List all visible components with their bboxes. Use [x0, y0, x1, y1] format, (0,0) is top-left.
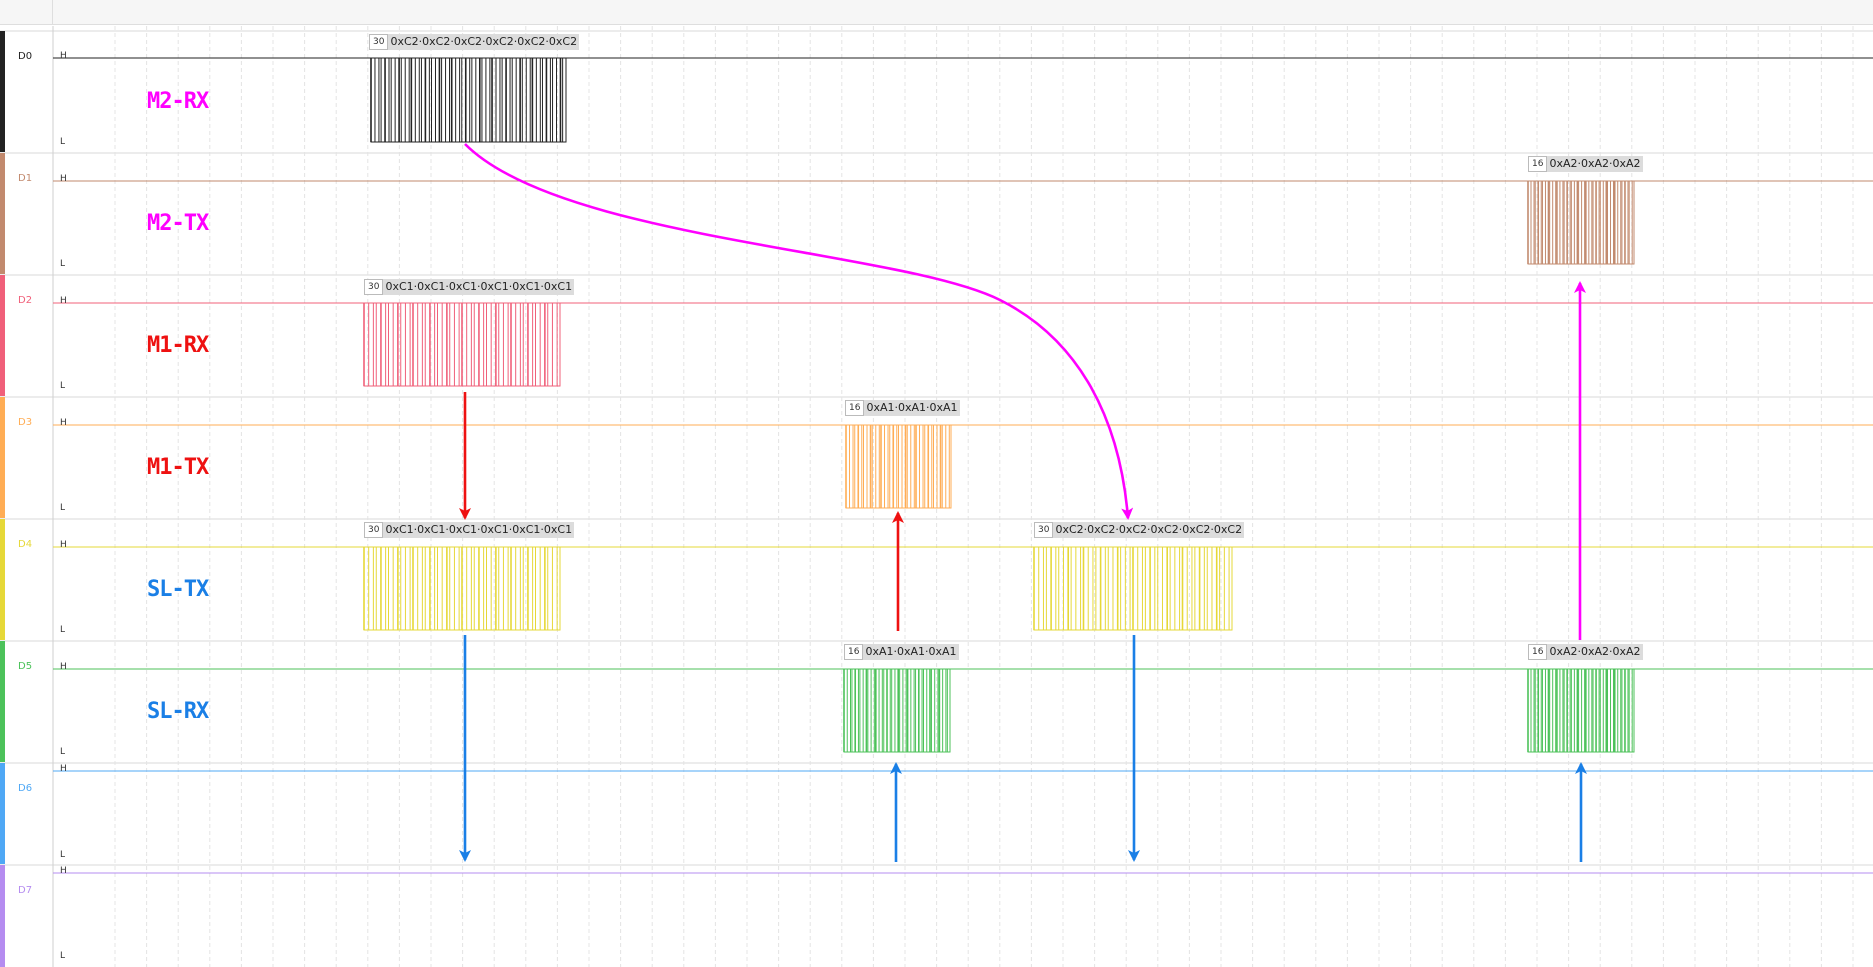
decoded-bytes: 0xC1·0xC1·0xC1·0xC1·0xC1·0xC1 [383, 279, 575, 295]
signal-name-sl-tx: SL-TX [147, 577, 209, 602]
pulse-burst [1527, 180, 1635, 265]
channel-color-bar [0, 153, 5, 274]
byte-count: 16 [845, 400, 865, 416]
channel-label-d1[interactable]: D1 [18, 173, 33, 184]
signal-name-m1-tx: M1-TX [147, 455, 209, 480]
pulse-burst [845, 424, 952, 509]
toolbar [0, 0, 1873, 25]
decoded-bytes: 0xA2·0xA2·0xA2 [1547, 156, 1643, 172]
pulse-burst [363, 302, 561, 387]
high-marker-d1: H [60, 174, 67, 184]
high-marker-d0: H [60, 51, 67, 61]
byte-count: 30 [364, 522, 384, 538]
channel-color-bar [0, 865, 5, 967]
decoded-bytes: 0xC1·0xC1·0xC1·0xC1·0xC1·0xC1 [383, 522, 575, 538]
byte-count: 30 [369, 34, 389, 50]
high-marker-d7: H [60, 866, 67, 876]
pulse-burst [843, 668, 951, 753]
high-marker-d5: H [60, 662, 67, 672]
pulse-burst [1033, 546, 1233, 631]
channel-color-bar [0, 397, 5, 518]
pulse-burst [363, 546, 561, 631]
channel-label-d0[interactable]: D0 [18, 51, 33, 62]
channel-color-bar [0, 763, 5, 864]
low-marker-d2: L [60, 381, 66, 391]
byte-count: 30 [1034, 522, 1054, 538]
decoded-bytes: 0xA2·0xA2·0xA2 [1547, 644, 1643, 660]
low-marker-d0: L [60, 137, 66, 147]
high-marker-d4: H [60, 540, 67, 550]
channel-label-d4[interactable]: D4 [18, 539, 33, 550]
low-marker-d3: L [60, 503, 66, 513]
channel-label-d2[interactable]: D2 [18, 295, 33, 306]
signal-name-sl-rx: SL-RX [147, 699, 209, 724]
channel-label-d7[interactable]: D7 [18, 885, 33, 896]
decoded-bytes: 0xA1·0xA1·0xA1 [864, 400, 960, 416]
toolbar-corner [0, 0, 53, 25]
channel-label-d3[interactable]: D3 [18, 417, 33, 428]
channel-color-bar [0, 519, 5, 640]
channel-color-bar [0, 275, 5, 396]
high-marker-d2: H [60, 296, 67, 306]
pulse-burst [1527, 668, 1635, 753]
byte-count: 30 [364, 279, 384, 295]
channel-label-d5[interactable]: D5 [18, 661, 33, 672]
channel-color-bar [0, 641, 5, 762]
low-marker-d7: L [60, 951, 66, 961]
byte-count: 16 [1528, 156, 1548, 172]
signal-name-m2-rx: M2-RX [147, 89, 209, 114]
arrow-m2rx-to-sltx [464, 143, 1134, 520]
low-marker-d4: L [60, 625, 66, 635]
byte-count: 16 [844, 644, 864, 660]
signal-name-m2-tx: M2-TX [147, 211, 209, 236]
low-marker-d1: L [60, 259, 66, 269]
decoded-bytes: 0xC2·0xC2·0xC2·0xC2·0xC2·0xC2 [388, 34, 580, 50]
high-marker-d6: H [60, 764, 67, 774]
decoded-bytes: 0xC2·0xC2·0xC2·0xC2·0xC2·0xC2 [1053, 522, 1245, 538]
pulse-burst [370, 57, 567, 143]
high-marker-d3: H [60, 418, 67, 428]
decoded-bytes: 0xA1·0xA1·0xA1 [863, 644, 959, 660]
low-marker-d6: L [60, 850, 66, 860]
byte-count: 16 [1528, 644, 1548, 660]
signal-name-m1-rx: M1-RX [147, 333, 209, 358]
channel-color-bar [0, 31, 5, 152]
low-marker-d5: L [60, 747, 66, 757]
channel-label-d6[interactable]: D6 [18, 783, 33, 794]
